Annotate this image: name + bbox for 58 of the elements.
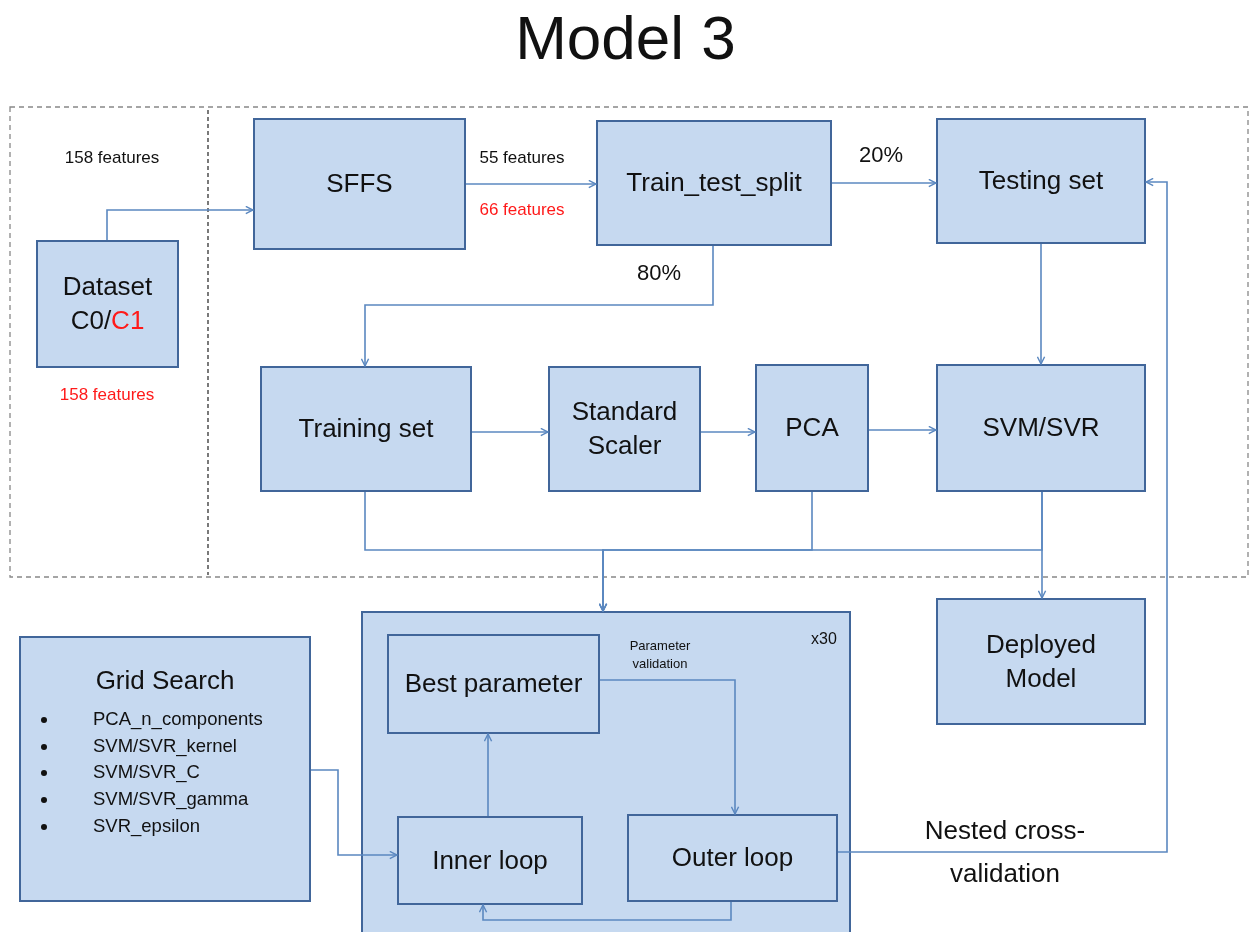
- arrow: [310, 769, 398, 860]
- list-item: SVR_epsilon: [93, 814, 200, 839]
- arrow: [106, 205, 254, 241]
- process-box: [397, 816, 583, 905]
- edge-label: 20%: [859, 142, 903, 168]
- node-label: C0/: [70, 305, 112, 335]
- process-box: [936, 598, 1146, 725]
- annotation-label: 66 features: [479, 200, 565, 220]
- node-caption: 158 features: [59, 385, 155, 405]
- process-box: [253, 118, 466, 250]
- edge-label: 158 features: [64, 148, 160, 168]
- arrow: [599, 679, 740, 815]
- arrow: [868, 425, 937, 435]
- arrow: [837, 177, 1168, 853]
- arrow: [471, 427, 549, 437]
- process-box: [755, 364, 869, 492]
- node-label: Best parameter: [404, 667, 583, 701]
- list-item: SVM/SVR_kernel: [93, 733, 237, 759]
- node-label: PCA: [785, 411, 839, 445]
- node-label: Testing set: [978, 164, 1104, 198]
- list-item: SVM/SVR_C: [93, 760, 200, 785]
- edge-label: Nested cross-validation: [923, 814, 1087, 890]
- arrow: [831, 178, 937, 188]
- edge-label: 55 features: [479, 148, 565, 168]
- arrow: [360, 245, 714, 367]
- node-label: Deployed Model: [985, 627, 1097, 695]
- node-label: SVM/SVR: [982, 411, 1100, 445]
- arrow: [465, 179, 597, 189]
- arrow: [478, 901, 732, 921]
- box-heading: Grid Search: [95, 664, 235, 697]
- edge-label: Parameter validation: [628, 637, 692, 673]
- node-label: Dataset: [62, 271, 153, 302]
- edge-label: 80%: [637, 260, 681, 286]
- diagram-title: Model 3: [514, 2, 737, 73]
- node-label: Inner loop: [432, 843, 548, 877]
- process-box: [936, 364, 1146, 492]
- node-label: Train_test_split: [626, 166, 802, 200]
- arrow: [1037, 491, 1047, 599]
- list-item: PCA_n_components: [93, 706, 263, 732]
- process-box: [548, 366, 701, 492]
- process-box: [387, 634, 600, 734]
- process-box: [260, 366, 472, 492]
- data-box: [36, 240, 179, 368]
- node-label: Outer loop: [671, 841, 794, 875]
- node-label: Training set: [298, 412, 434, 446]
- arrow: [700, 427, 756, 437]
- node-label: Standard Scaler: [570, 395, 679, 462]
- repeat-count: x30: [811, 629, 837, 649]
- list-item: SVM/SVR_gamma: [93, 787, 249, 812]
- process-box: [936, 118, 1146, 244]
- process-box: [627, 814, 838, 902]
- node-label: C1: [111, 305, 145, 335]
- arrow: [483, 733, 493, 817]
- parameter-box: [19, 636, 311, 902]
- process-box: [596, 120, 832, 246]
- node-label: SFFS: [326, 167, 393, 201]
- loop-container: [361, 611, 851, 932]
- arrow: [1036, 243, 1046, 365]
